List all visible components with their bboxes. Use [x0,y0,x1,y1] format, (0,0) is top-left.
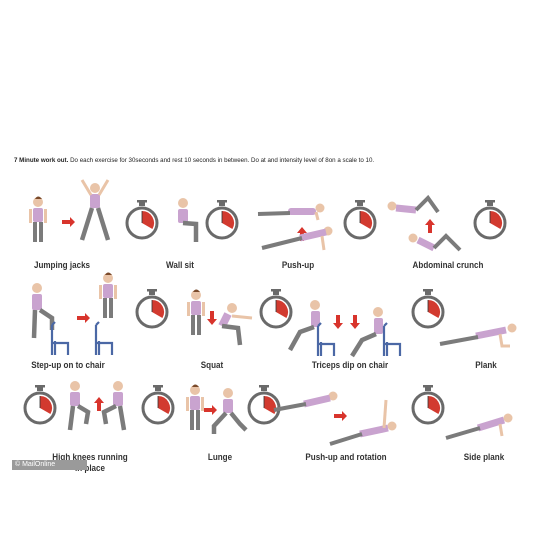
timer-icon [259,287,293,329]
intro-heading: 7 Minute work out. [14,157,69,164]
lunge-figure-b [211,388,248,434]
high-knees-figure-b [101,381,127,431]
step-up-figure-a [31,283,55,339]
label-triceps-dip: Triceps dip on chair [311,360,389,371]
push-up-rotation-figure-b [329,399,397,446]
label-side-plank: Side plank [463,452,505,463]
timer-icon [343,198,377,240]
label-push-up-rotation: Push-up and rotation [305,452,387,463]
right-arrow-icon [334,411,347,421]
timer-icon [411,287,445,329]
timer-icon [205,198,239,240]
down-arrow-icon [350,315,360,329]
timer-icon [135,287,169,329]
abdominal-crunch-figure-a [387,194,440,214]
lunge-figure-a [186,384,204,430]
timer-icon [23,383,57,425]
timer-icon [411,383,445,425]
watermark: © MailOnline [12,460,87,470]
timer-icon [125,198,159,240]
timer-icon [473,198,507,240]
label-high-knees: High knees running [52,452,128,463]
squat-figure-b [218,303,253,346]
triceps-dip-figure-a [288,300,320,352]
down-arrow-icon [333,315,343,329]
step-up-figure-b [99,272,117,318]
right-arrow-icon [62,217,75,227]
push-up-figure-a [257,203,325,221]
triceps-dip-figure-b [350,307,383,358]
chair-icon [316,321,336,358]
label-wall-sit: Wall sit [166,260,194,271]
push-up-figure-b [261,226,333,251]
high-knees-figure-a [67,381,91,431]
label-jumping-jacks: Jumping jacks [33,260,91,271]
label-abdominal-crunch: Abdominal crunch [412,260,484,271]
timer-icon [247,383,281,425]
chair-icon [94,320,114,357]
jumping-jacks-figure-b [79,179,111,241]
down-arrow-icon [207,311,217,325]
side-plank-figure [445,413,513,440]
chair-icon [382,321,402,358]
right-arrow-icon [204,405,217,415]
intro-instructions: Do each exercise for 30seconds and rest … [70,157,375,164]
push-up-rotation-figure-a [273,391,338,412]
plank-figure [439,323,517,348]
label-lunge: Lunge [207,452,233,463]
label-step-up: Step-up on to chair [31,360,105,371]
timer-icon [141,383,175,425]
up-arrow-icon [425,219,435,233]
right-arrow-icon [77,313,90,323]
chair-icon [50,320,70,357]
abdominal-crunch-figure-b [408,233,462,252]
jumping-jacks-figure-a [29,196,47,242]
intro-text: 7 Minute work out. Do each exercise for … [14,157,534,164]
label-push-up: Push-up [281,260,315,271]
up-arrow-icon [94,397,104,411]
label-squat: Squat [200,360,224,371]
wall-sit-figure [178,198,199,242]
label-plank: Plank [475,360,497,371]
squat-figure-a [187,289,205,335]
label-in-place: in place [74,463,106,474]
